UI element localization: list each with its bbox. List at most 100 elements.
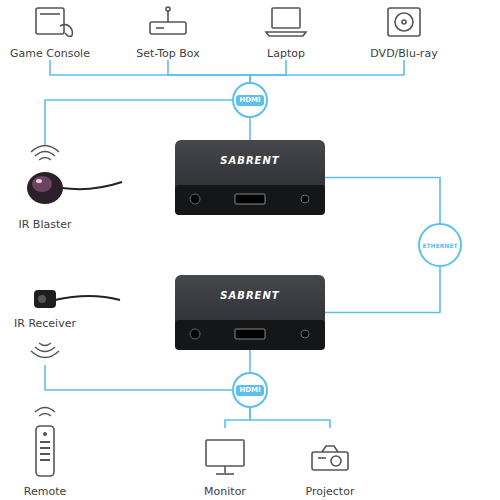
projector-body (312, 452, 348, 470)
receiver-body (34, 290, 56, 308)
signal-connector (249, 118, 251, 140)
game-console-icon (36, 8, 73, 36)
signal-connector (249, 350, 251, 372)
badge-label: ETHERNET (422, 242, 457, 249)
hdmi-badge: HDMI (232, 372, 268, 408)
monitor-stand (216, 473, 234, 475)
device-label: Game Console (10, 47, 90, 60)
signal-connector (50, 60, 250, 82)
front-face (175, 185, 325, 215)
laptop-screen (272, 8, 300, 28)
remote-button (40, 447, 50, 449)
ir-blaster-icon (27, 146, 122, 205)
signal-connector (168, 60, 250, 82)
blaster-highlight (36, 179, 42, 183)
signal-connector (325, 267, 440, 313)
dc-jack (190, 329, 200, 339)
laptop-icon (266, 8, 306, 36)
disc (395, 13, 413, 31)
projector-vent (318, 457, 326, 459)
dc-jack (190, 194, 200, 204)
console-body (36, 8, 64, 34)
device-label: Laptop (267, 47, 305, 60)
device-label: Remote (24, 485, 66, 498)
device-label: DVD/Blu-ray (370, 47, 437, 60)
remote-button (43, 432, 47, 436)
signal-arc (35, 347, 55, 352)
badge-label: HDMI (236, 95, 263, 106)
receiver-front (175, 320, 325, 350)
source-device: Laptop (241, 0, 331, 60)
signal-connector (250, 60, 404, 82)
signal-arc (39, 343, 51, 346)
ethernet-badge: ETHERNET (418, 223, 462, 267)
transmitter-front (175, 185, 325, 215)
remote-button (40, 441, 50, 443)
remote-icon (35, 408, 55, 477)
projector-top (322, 446, 338, 452)
remote-button (40, 453, 50, 455)
remote-button (40, 459, 50, 461)
remote-control: Remote (5, 402, 85, 498)
signal-arc (39, 158, 51, 161)
receiver-unit: SABRENT (175, 275, 325, 350)
disc-hole (402, 20, 406, 24)
signal-connector (325, 178, 440, 224)
brand-logo: SABRENT (220, 289, 279, 302)
dvd-player (388, 8, 420, 36)
device-label: Monitor (204, 485, 246, 498)
signal-connector (45, 365, 232, 390)
device-label: Set-Top Box (136, 47, 200, 60)
hdmi-port (235, 194, 265, 204)
ir-receiver: IR Receiver (5, 285, 85, 365)
ir-blaster: IR Blaster (5, 145, 85, 231)
receiver-eye (38, 295, 46, 303)
monitor-neck (224, 466, 226, 473)
laptop-base (266, 32, 306, 36)
stb-antenna (167, 10, 169, 22)
source-device: Game Console (5, 0, 95, 60)
stb-led (156, 27, 164, 29)
badge-label: HDMI (236, 385, 263, 396)
front-face (175, 320, 325, 350)
set-top-box-icon (150, 7, 186, 34)
brand-logo: SABRENT (220, 154, 279, 167)
signal-arc (35, 408, 55, 413)
hdmi-port (235, 329, 265, 339)
signal-arc (35, 152, 55, 157)
stb-body (150, 22, 186, 34)
display-device: Monitor (185, 428, 265, 498)
signal-connector (45, 100, 232, 145)
display-device: Projector (290, 428, 370, 498)
device-label: IR Receiver (14, 317, 76, 330)
projector-icon (312, 446, 348, 470)
monitor-icon (206, 440, 244, 474)
source-device: Set-Top Box (123, 0, 213, 60)
hdmi-badge: HDMI (232, 82, 268, 118)
console-slot (40, 13, 60, 15)
monitor-screen (206, 440, 244, 466)
blaster-dome (27, 172, 63, 204)
projector-lens (331, 456, 341, 466)
blaster-cable (62, 182, 122, 189)
ir-jack (301, 330, 309, 338)
signal-connector (250, 408, 330, 428)
remote-body (36, 426, 54, 476)
controller-cable (60, 25, 73, 37)
signal-connector (250, 60, 286, 82)
transmitter-unit: SABRENT (175, 140, 325, 215)
signal-arc (31, 351, 59, 358)
ir-jack (301, 195, 309, 203)
dvd-icon (388, 8, 420, 36)
device-label: IR Blaster (18, 218, 71, 231)
signal-arc (39, 414, 51, 417)
signal-connector (225, 408, 250, 428)
signal-arc (31, 146, 59, 153)
source-device: DVD/Blu-ray (359, 0, 449, 60)
ir-receiver-icon (31, 290, 120, 358)
stb-antenna-tip (166, 7, 170, 11)
